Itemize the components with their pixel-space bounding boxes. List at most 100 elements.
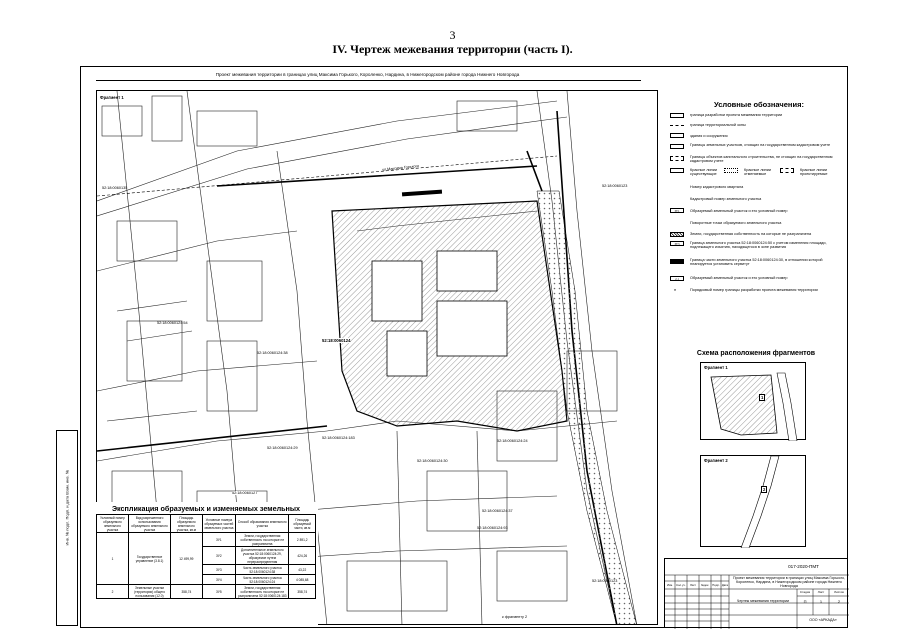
stamp-col-label: №док. <box>700 583 710 587</box>
legend-item: Граница земельного участка 52:18:0060124… <box>690 241 827 250</box>
stamp-col-label: Лист <box>689 583 697 587</box>
table-cell: ЗУ4 <box>201 574 237 585</box>
legend-item: Порядковый номер границы разработки прое… <box>690 288 818 292</box>
table-cell: 43,22 <box>288 564 316 575</box>
legend-item: Красные линии отменяемые <box>744 168 772 177</box>
parcel-label: 52:18:0060124:29 <box>267 446 298 450</box>
table-cell: 358,74 <box>170 584 203 599</box>
table-cell: Земли, государственная собственность на … <box>235 532 290 547</box>
parcel-label: 52:18:0060124:24 <box>497 439 528 443</box>
parcel-label: 52:18:0060124:38 <box>257 351 288 355</box>
legend-symbol: ЗУ3 <box>670 241 684 246</box>
title-block: 017-2020-ПМТ Проект межевания территории… <box>664 558 849 629</box>
table-cell: 424,26 <box>288 546 316 565</box>
parcel-label: 52:18:0060123 <box>592 579 618 583</box>
fragment-marker: 1 <box>759 394 766 401</box>
table-header: Условный номер образуемого земельного уч… <box>96 514 129 533</box>
map-linework <box>97 91 637 624</box>
parcel-label: 52:18:0060127 <box>232 491 258 495</box>
table-row: 1 Государственное управление (3.8.1) 12 … <box>96 532 316 585</box>
side-strip <box>56 430 78 626</box>
project-title: Проект межевания территории в границах у… <box>215 72 520 77</box>
table-cell: ЗУ1 <box>201 532 237 547</box>
cadastral-map: Фрагмент 1 ул.Максима Горького 52:18:006… <box>96 90 658 625</box>
table-cell: Земельные участки (территории) общего по… <box>127 584 172 599</box>
legend-symbol: ЗУ1 <box>670 208 684 213</box>
parcel-label: 52:18:0060135 <box>102 186 128 190</box>
stamp-col-label: Дата <box>721 583 729 587</box>
parcel-label: 52:18:0060124:183 <box>322 436 355 440</box>
legend-item: Красные линии существующие <box>690 168 718 177</box>
table-header: Площадь образуемой части, кв.м <box>288 514 316 533</box>
fragment1-label: Фрагмент 1 <box>704 365 728 370</box>
table-cell: ЗУ5 <box>201 584 237 599</box>
legend-item: Образуемый земельный участок и его услов… <box>690 276 788 280</box>
table-cell: 358,74 <box>288 584 316 599</box>
road-band <box>536 190 637 624</box>
legend-item: Поворотные точки образуемого земельного … <box>690 221 782 225</box>
table-header: Площадь образуемого земельного участка, … <box>170 514 203 533</box>
legend: граница разработки проекта межевания тер… <box>668 110 846 300</box>
table-cell: 4 085,68 <box>288 574 316 585</box>
table-header: Вид разрешенного использования образуемо… <box>127 514 172 533</box>
parcel-label: 52:18:0060124:30 <box>417 459 448 463</box>
side-strip-text: Инв. № подл. Подп. и дата Взам. инв. № <box>64 470 70 546</box>
stage-label: Стадия <box>799 590 811 594</box>
fragment-marker: 2 <box>761 486 768 493</box>
stamp-col-label: Подп. <box>712 583 720 587</box>
map-drawing <box>97 91 637 624</box>
fragment2-pointer: к фрагменту 2 <box>502 615 528 619</box>
legend-item: здания и сооружения <box>690 134 728 138</box>
table-cell: 1 <box>96 532 129 585</box>
table-row: 2 Земельные участки (территории) общего … <box>96 584 316 599</box>
table-cell: Часть земельного участка 52:18:0060124:2… <box>235 574 290 585</box>
parcel-label: 52:18:0060124:37 <box>482 509 513 513</box>
parcel-label: 52:18:0060124 <box>322 338 351 343</box>
title-underline <box>96 80 641 81</box>
legend-item: Номер кадастрового квартала <box>690 185 744 189</box>
stamp-col-label: Кол.уч. <box>676 583 686 587</box>
stamp-description: Проект межевания территории в границах у… <box>733 576 845 588</box>
fragment1-box: Фрагмент 1 1 <box>700 362 806 441</box>
legend-item: Границы земельных участков, стоящих на г… <box>690 143 831 147</box>
document-title: IV. Чертеж межевания территории (часть I… <box>332 42 573 56</box>
table-cell: ЗУ2 <box>201 546 237 565</box>
legend-symbol: 2.1 <box>670 276 684 281</box>
explication-table: Условный номер образуемого земельного уч… <box>96 514 316 599</box>
table-cell: Дополнительное земельного участка 52:18:… <box>235 546 290 565</box>
table-cell: Часть земельного участка 52:18:0060124:3… <box>235 564 290 575</box>
legend-symbol: н <box>674 288 677 292</box>
sheets-value: 2 <box>837 599 841 604</box>
table-header: Условные номера образуемых частей земель… <box>201 514 237 533</box>
legend-item: Границы объектов капитального строительс… <box>690 155 833 164</box>
table-row: ЗУ2 Дополнительное земельного участка 52… <box>97 546 316 565</box>
legend-title: Условные обозначения: <box>714 100 804 109</box>
document-code: 017-2020-ПМТ <box>788 564 819 569</box>
sheet-value: 1 <box>819 599 823 604</box>
parcel-label: 52:18:0060124:93 <box>477 526 508 530</box>
black-strip <box>401 189 443 197</box>
drawing-sheet <box>80 66 848 628</box>
table-cell: Государственное управление (3.8.1) <box>127 532 172 585</box>
sheet-name: Чертеж межевания территории <box>736 599 790 603</box>
parcel-label: 52:18:0060123 <box>602 184 628 188</box>
page-number: 3 <box>449 28 456 42</box>
legend-item: граница разработки проекта межевания тер… <box>690 113 783 117</box>
legend-item: Кадастровый номер земельного участка <box>690 197 762 201</box>
table-cell: ЗУ3 <box>201 564 237 575</box>
table-cell: 12 499,99 <box>170 532 203 585</box>
fragment2-box: Фрагмент 2 2 <box>700 455 806 548</box>
fragment2-label: Фрагмент 2 <box>704 458 728 463</box>
legend-item: Образуемый земельный участок и его услов… <box>690 209 788 213</box>
legend-item: Красные линии проектируемые <box>800 168 828 177</box>
legend-item: Земли, государственная собственность на … <box>690 232 812 236</box>
table-header: Способ образования земельного участка <box>235 514 290 533</box>
parcel-label: 52:18:0060124:54 <box>157 321 188 325</box>
organization: ООО «АРКАДА» <box>809 618 837 622</box>
stamp-col-label: Изм. <box>667 583 673 587</box>
sheet-label: Лист <box>817 590 825 594</box>
table-cell: 2 891,2 <box>288 532 316 547</box>
legend-item: граница территориальной зоны <box>690 123 746 127</box>
fragments-scheme-title: Схема расположения фрагментов <box>696 350 816 357</box>
buildings <box>371 250 508 377</box>
